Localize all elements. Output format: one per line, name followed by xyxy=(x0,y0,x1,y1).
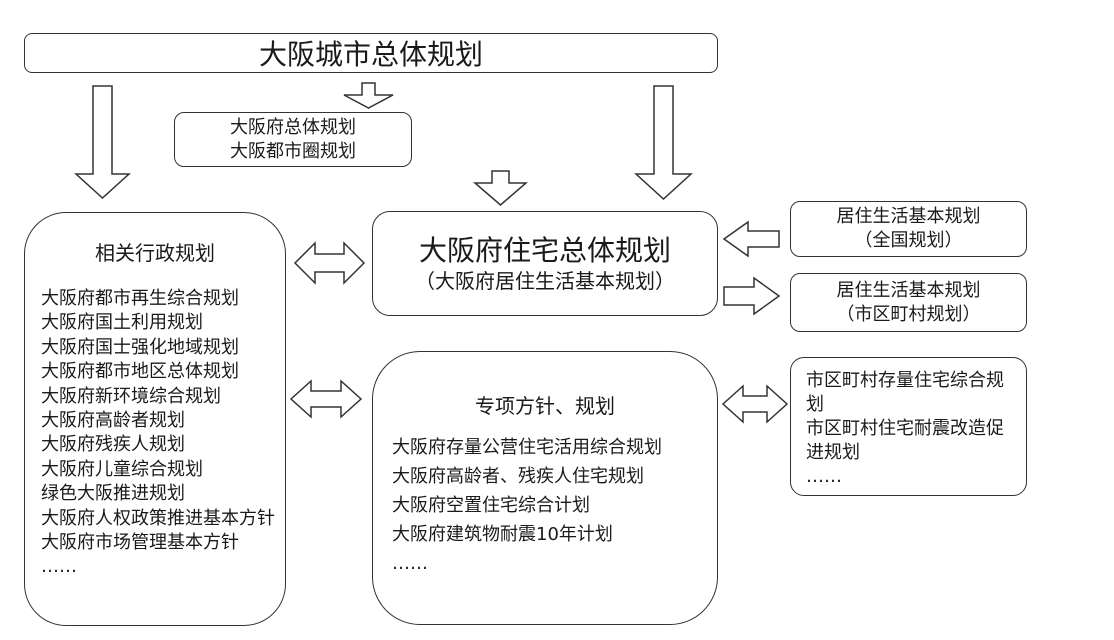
national-living-plan-line2: （全国规划） xyxy=(854,230,963,251)
admin-plan-item: 大阪府儿童综合规划 xyxy=(41,458,203,480)
admin-plan-item: 大阪府都市地区总体规划 xyxy=(41,361,239,383)
admin-plan-item: 大阪府新环境综合规划 xyxy=(41,385,221,407)
housing-master-plan-box: 大阪府住宅总体规划 （大阪府居住生活基本规划） xyxy=(372,211,718,316)
arrow-down-to-main-left xyxy=(472,170,529,206)
related-admin-plans-list: 大阪府都市再生综合规划 大阪府国土利用规划 大阪府国士强化地域规划 大阪府都市地… xyxy=(41,287,281,580)
admin-plan-item: 大阪府残疾人规划 xyxy=(41,434,185,456)
special-plan-item: 大阪府空置住宅综合计划 xyxy=(392,495,590,516)
city-master-plan-box: 大阪城市总体规划 xyxy=(24,33,718,73)
prefecture-plan-box: 大阪府总体规划 大阪都市圈规划 xyxy=(174,112,412,167)
national-living-plan-line1: 居住生活基本规划 xyxy=(836,206,981,227)
special-plan-item: 大阪府高龄者、残疾人住宅规划 xyxy=(392,466,644,487)
municipal-plans-list: 市区町村存量住宅综合规划 市区町村住宅耐震改造促进规划 …… xyxy=(806,369,1021,489)
city-master-plan-title: 大阪城市总体规划 xyxy=(258,38,483,71)
arrow-down-to-admin xyxy=(74,85,131,200)
prefecture-plan-line2: 大阪都市圈规划 xyxy=(230,140,356,162)
related-admin-plans-box: 相关行政规划 大阪府都市再生综合规划 大阪府国土利用规划 大阪府国士强化地域规划… xyxy=(24,212,286,626)
related-admin-plans-title: 相关行政规划 xyxy=(95,241,215,265)
municipal-living-plan-line1: 居住生活基本规划 xyxy=(836,279,981,301)
arrow-right-to-municipal xyxy=(723,276,781,316)
municipal-living-plan-box: 居住生活基本规划 （市区町村规划） xyxy=(790,273,1027,332)
special-plan-item: 大阪府建筑物耐震10年计划 xyxy=(392,524,613,545)
special-plans-box: 专项方针、规划 大阪府存量公营住宅活用综合规划 大阪府高龄者、残疾人住宅规划 大… xyxy=(372,351,718,625)
municipal-plans-box: 市区町村存量住宅综合规划 市区町村住宅耐震改造促进规划 …… xyxy=(790,357,1027,496)
admin-plan-item: 大阪府国士强化地域规划 xyxy=(41,336,239,358)
municipal-plan-item: 市区町村存量住宅综合规划 xyxy=(806,370,1004,415)
arrow-left-from-national xyxy=(722,220,780,258)
housing-master-plan-title: 大阪府住宅总体规划 xyxy=(418,233,671,267)
special-plans-title: 专项方针、规划 xyxy=(475,394,615,418)
municipal-plan-item: 市区町村住宅耐震改造促进规划 xyxy=(806,418,1004,463)
prefecture-plan-line1: 大阪府总体规划 xyxy=(230,116,356,138)
admin-plan-item-ellipsis: …… xyxy=(41,556,77,578)
national-living-plan-box: 居住生活基本规划 （全国规划） xyxy=(790,201,1027,257)
special-plan-item-ellipsis: …… xyxy=(392,553,428,574)
admin-plan-item: 大阪府都市再生综合规划 xyxy=(41,288,239,309)
admin-plan-item: 大阪府国土利用规划 xyxy=(41,312,203,334)
arrow-down-to-prefecture xyxy=(343,82,394,109)
municipal-plan-item-ellipsis: …… xyxy=(806,466,842,487)
admin-plan-item: 绿色大阪推进规划 xyxy=(41,483,185,505)
arrow-double-admin-special xyxy=(289,379,363,419)
special-plans-list: 大阪府存量公营住宅活用综合规划 大阪府高龄者、残疾人住宅规划 大阪府空置住宅综合… xyxy=(392,433,712,578)
municipal-living-plan-line2: （市区町村规划） xyxy=(836,303,981,325)
arrow-double-admin-main xyxy=(293,241,366,285)
special-plan-item: 大阪府存量公营住宅活用综合规划 xyxy=(392,437,662,458)
arrow-double-special-rightlist xyxy=(721,384,789,424)
admin-plan-item: 大阪府人权政策推进基本方针大阪府市场管理基本方针 xyxy=(41,507,275,554)
housing-master-plan-subtitle: （大阪府居住生活基本规划） xyxy=(415,268,675,293)
admin-plan-item: 大阪府高龄者规划 xyxy=(41,410,185,432)
arrow-down-to-main-right xyxy=(634,85,693,201)
